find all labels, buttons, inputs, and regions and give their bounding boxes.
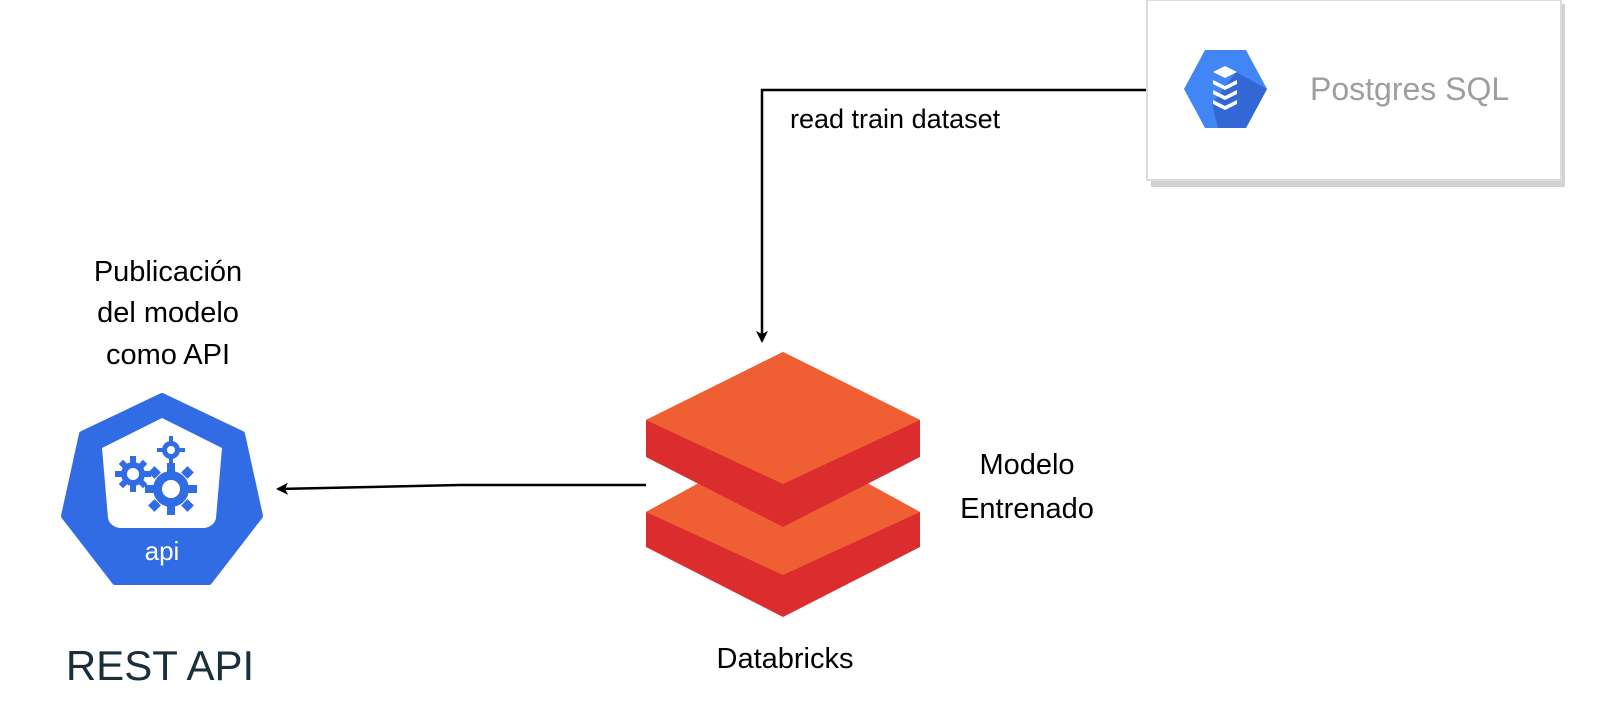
kubernetes-api-icon: api <box>61 393 263 585</box>
databricks-label: Databricks <box>717 643 854 675</box>
postgres-label: Postgres SQL <box>1310 71 1509 107</box>
databricks-node[interactable]: Modelo Entrenado Databricks <box>646 352 1094 675</box>
rest-api-label: REST API <box>66 642 254 689</box>
rest-api-caption-line1: Publicación <box>94 256 242 288</box>
postgres-node[interactable]: Postgres SQL <box>1146 0 1565 187</box>
edge-read-dataset-label: read train dataset <box>790 104 1001 134</box>
rest-api-caption-line2: del modelo <box>97 297 239 329</box>
databricks-side-label-line2: Entrenado <box>960 493 1094 525</box>
rest-api-node[interactable]: Publicación del modelo como API <box>61 256 263 689</box>
databricks-icon <box>646 352 920 617</box>
edge-read-dataset <box>756 88 1147 343</box>
api-icon-text: api <box>145 536 180 566</box>
google-cloud-sql-icon <box>1184 50 1267 128</box>
databricks-side-label-line1: Modelo <box>979 449 1074 481</box>
rest-api-caption-line3: como API <box>106 339 230 371</box>
edge-publish <box>276 482 646 495</box>
